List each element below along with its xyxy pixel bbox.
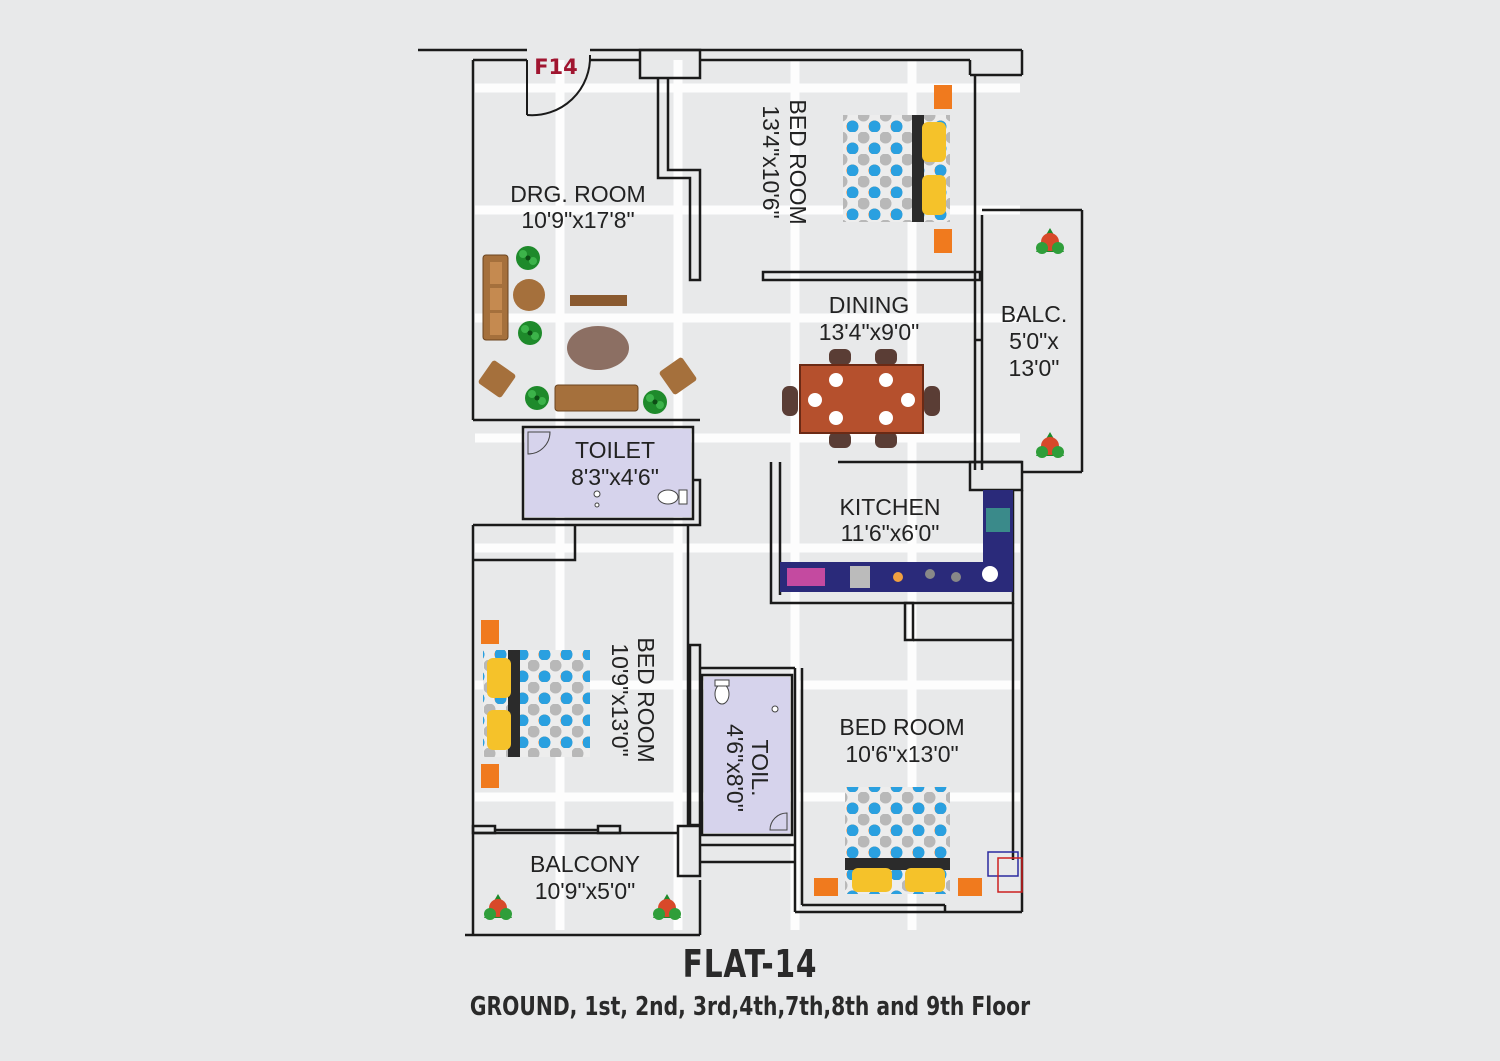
- door-code: F14: [534, 55, 578, 79]
- balcony-name: BALCONY: [530, 851, 640, 877]
- dining-table: [782, 349, 940, 448]
- drawing-room-furniture: [478, 246, 697, 414]
- bed2-name: BED ROOM: [633, 637, 659, 762]
- bed3-name: BED ROOM: [839, 714, 964, 740]
- bed2-size: 10'9"x13'0": [607, 643, 633, 756]
- walls: [418, 48, 1084, 937]
- balc-size-1: 5'0"x: [1009, 328, 1059, 354]
- flat-title: FLAT-14: [682, 942, 818, 986]
- toil2-size: 4'6"x8'0": [722, 724, 748, 812]
- dining-name: DINING: [829, 292, 910, 318]
- toilet-name: TOILET: [575, 437, 655, 463]
- toil2-name: TOIL.: [747, 739, 773, 796]
- bed1-name: BED ROOM: [785, 99, 811, 224]
- bed-3: [814, 787, 982, 896]
- balcony-plant: [1036, 432, 1064, 458]
- balcony-plant: [484, 894, 512, 920]
- floors-subtitle: GROUND, 1st, 2nd, 3rd,4th,7th,8th and 9t…: [469, 992, 1031, 1022]
- bed3-size: 10'6"x13'0": [845, 741, 958, 767]
- drawing-room-size: 10'9"x17'8": [521, 207, 634, 233]
- entrance-door: [526, 54, 592, 117]
- balcony-size: 10'9"x5'0": [535, 878, 636, 904]
- drawing-room-name: DRG. ROOM: [510, 181, 645, 207]
- kitchen-name: KITCHEN: [840, 494, 941, 520]
- dining-size: 13'4"x9'0": [819, 319, 920, 345]
- balcony-plant: [1036, 228, 1064, 254]
- kitchen-size: 11'6"x6'0": [841, 520, 940, 546]
- balc-name: BALC.: [1001, 301, 1067, 327]
- balc-size-2: 13'0": [1009, 355, 1060, 381]
- bed1-size: 13'4"x10'6": [758, 105, 784, 218]
- duct: [987, 851, 1023, 893]
- bed-1: [843, 85, 952, 253]
- toilet-fixtures: [527, 431, 788, 831]
- kitchen-counter: [780, 490, 1013, 592]
- bed-2: [481, 620, 590, 788]
- toilet-size: 8'3"x4'6": [571, 464, 659, 490]
